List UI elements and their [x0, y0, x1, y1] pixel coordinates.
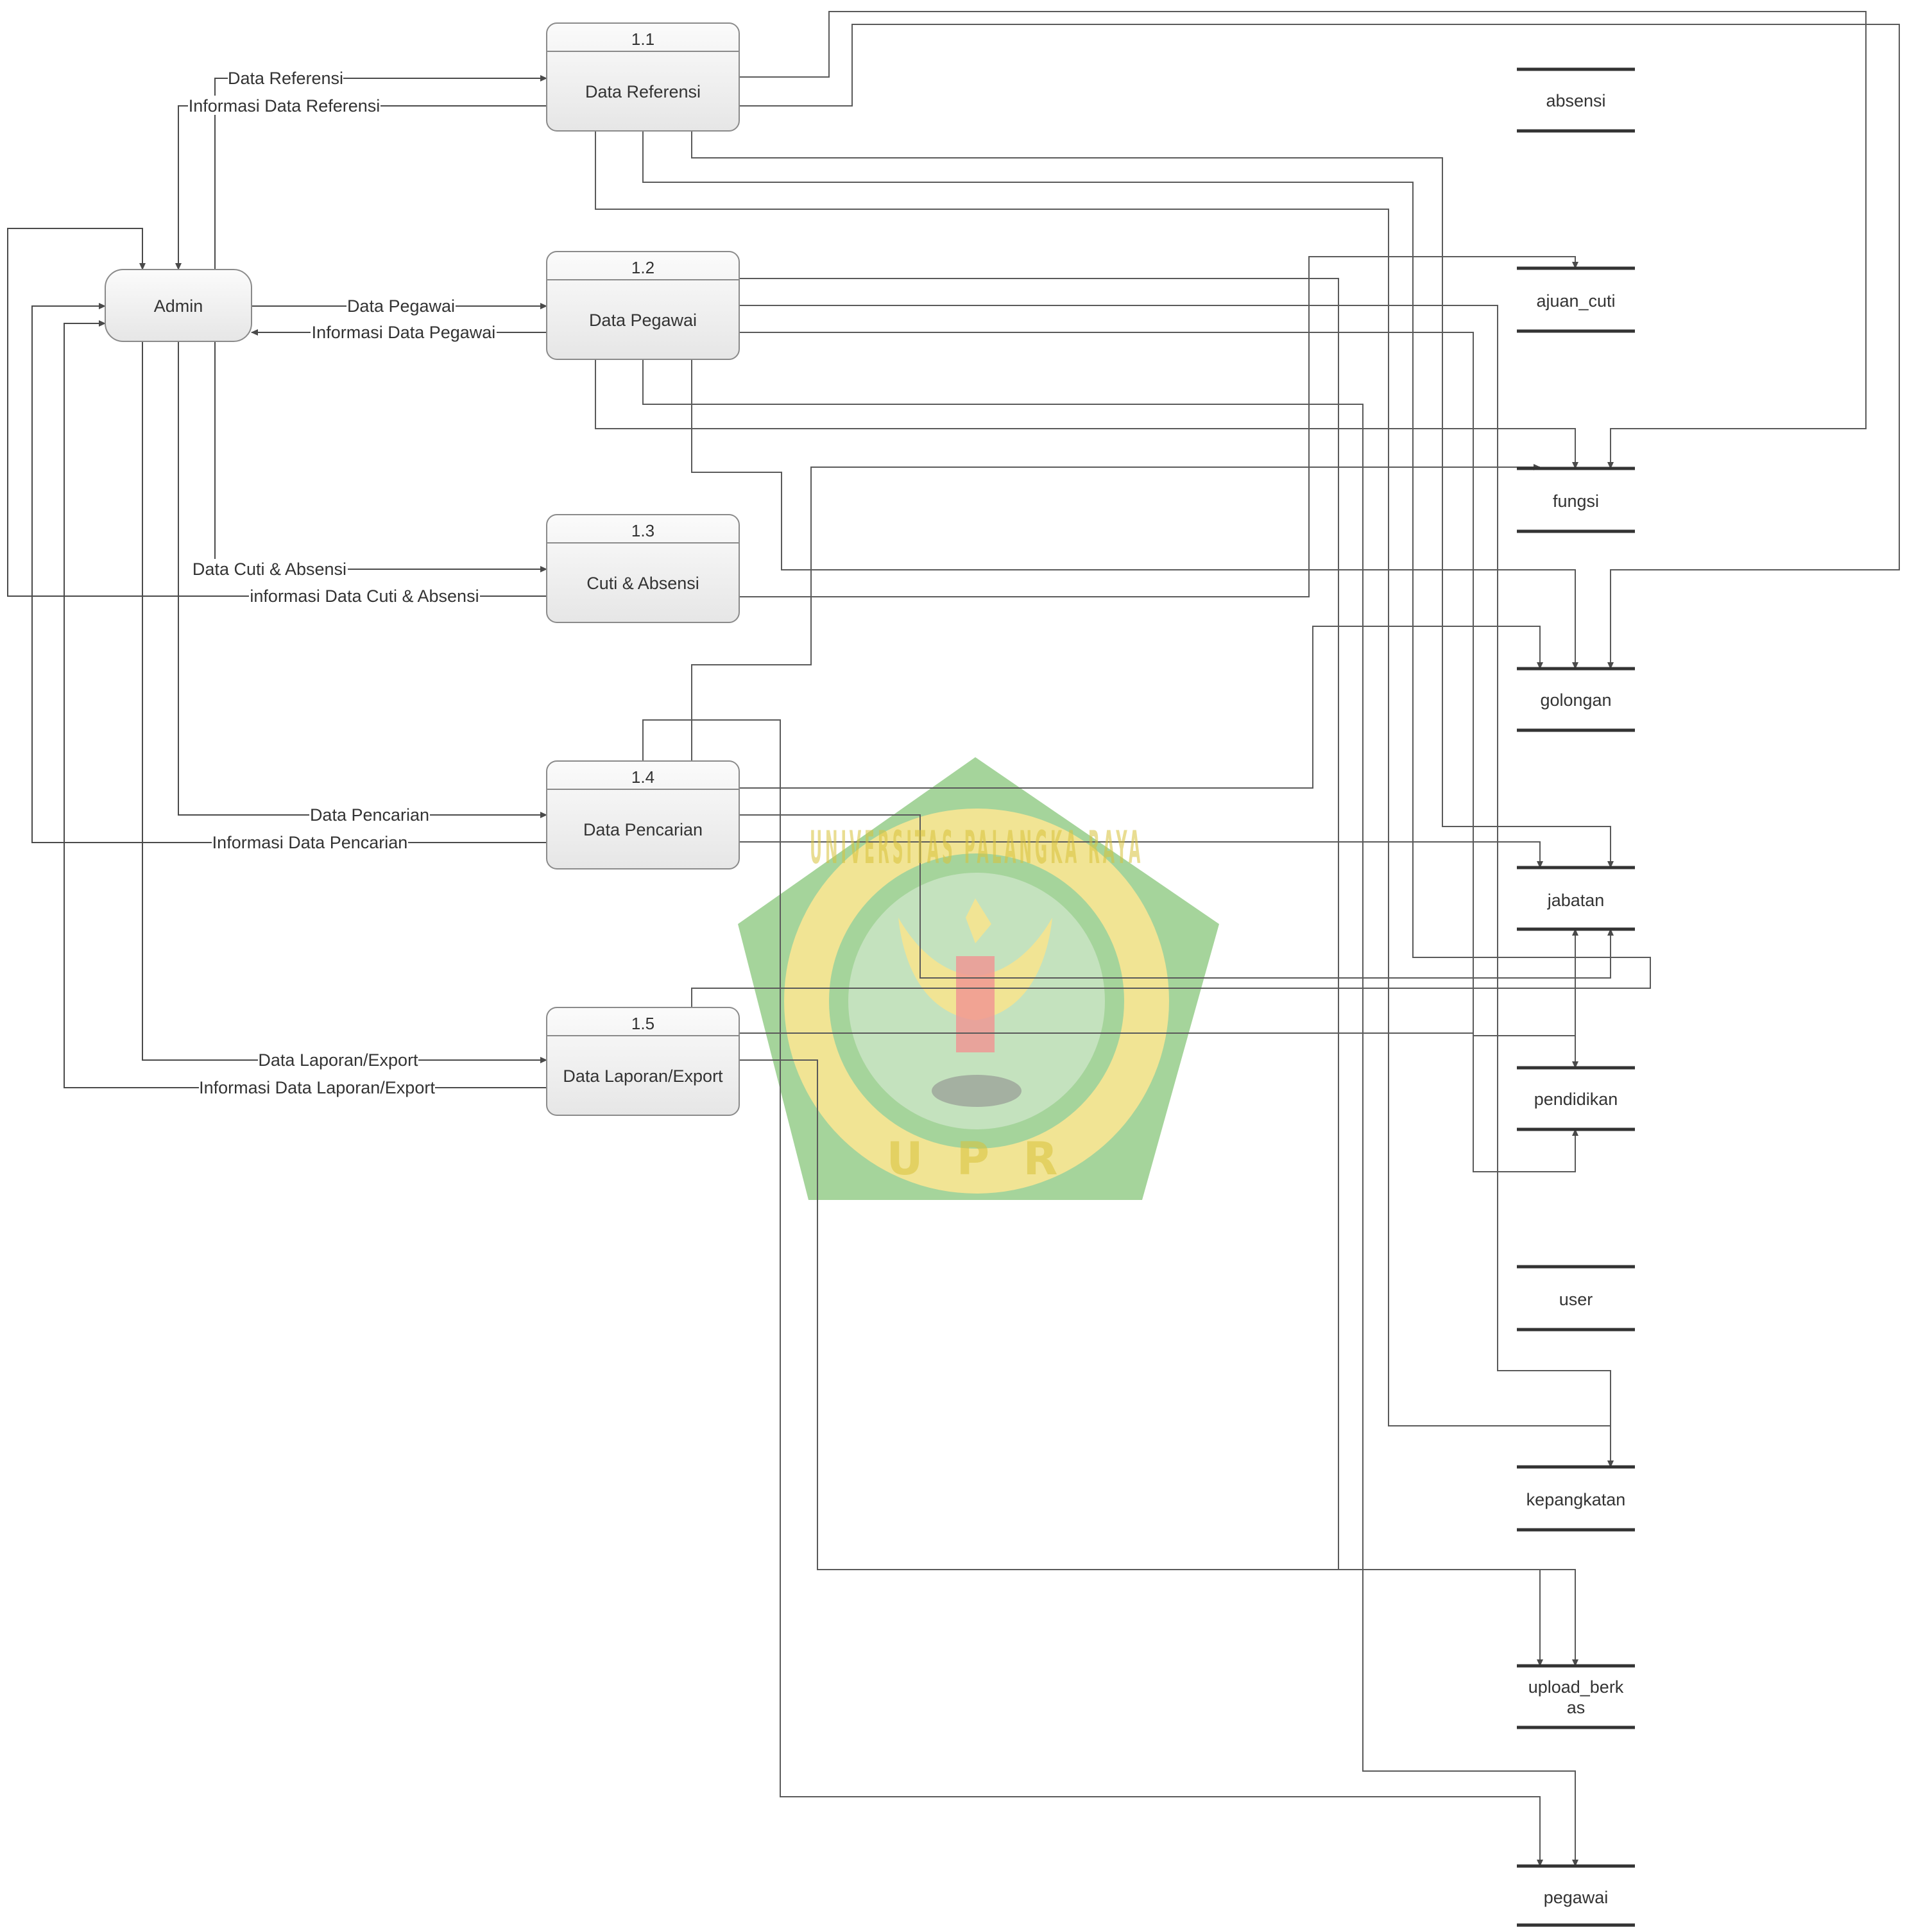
process-id: 1.5 [631, 1014, 654, 1033]
flow-label: Data Pegawai [347, 296, 455, 316]
process-label: Data Referensi [585, 82, 701, 101]
store-label: golongan [1540, 690, 1611, 710]
process-label: Data Pegawai [589, 311, 697, 330]
process-1-2[interactable]: 1.2 Data Pegawai [546, 251, 740, 360]
data-store-kepangkatan[interactable]: kepangkatan [1517, 1465, 1635, 1532]
store-label: pendidikan [1534, 1090, 1618, 1109]
flow-label: Informasi Data Pencarian [212, 833, 408, 852]
flow-label: Data Cuti & Absensi [192, 560, 346, 579]
data-store-fungsi[interactable]: fungsi [1517, 467, 1635, 533]
university-logo-watermark [738, 757, 1219, 1200]
data-store-ajuan-cuti[interactable]: ajuan_cuti [1517, 266, 1635, 333]
process-id: 1.4 [631, 767, 654, 787]
process-1-5[interactable]: 1.5 Data Laporan/Export [546, 1007, 740, 1116]
admin-label: Admin [154, 296, 203, 316]
flow-label: Data Laporan/Export [258, 1050, 418, 1070]
store-label: user [1559, 1290, 1593, 1309]
process-label: Data Pencarian [583, 820, 703, 839]
watermark-text: UNIVERSITAS PALANGKA RAYA U P R [810, 821, 1143, 1185]
data-store-jabatan[interactable]: jabatan [1517, 866, 1635, 931]
process-id: 1.3 [631, 521, 654, 540]
flow-label: Informasi Data Laporan/Export [199, 1078, 435, 1097]
data-store-user[interactable]: user [1517, 1265, 1635, 1332]
flow-label: Data Pencarian [310, 805, 429, 825]
store-label: kepangkatan [1526, 1490, 1626, 1509]
store-label: fungsi [1553, 492, 1599, 511]
watermark-abbr: U P R [887, 1133, 1067, 1185]
process-label: Cuti & Absensi [586, 574, 699, 593]
store-label: ajuan_cuti [1536, 291, 1615, 311]
store-label: jabatan [1547, 891, 1605, 910]
process-id: 1.2 [631, 258, 654, 277]
data-store-golongan[interactable]: golongan [1517, 667, 1635, 732]
store-label-line2: as [1567, 1698, 1586, 1717]
data-store-absensi[interactable]: absensi [1517, 67, 1635, 133]
flow-label: informasi Data Cuti & Absensi [250, 587, 479, 606]
flow-label: Informasi Data Referensi [189, 96, 380, 116]
data-store-pendidikan[interactable]: pendidikan [1517, 1066, 1635, 1131]
store-label: upload_berk [1528, 1677, 1624, 1697]
flow-lines [7, 11, 1900, 1867]
process-id: 1.1 [631, 30, 654, 49]
admin-entity[interactable]: Admin [105, 269, 252, 342]
process-1-4[interactable]: 1.4 Data Pencarian [546, 760, 740, 869]
data-store-upload-berkas[interactable]: upload_berk as [1517, 1664, 1635, 1729]
process-1-3[interactable]: 1.3 Cuti & Absensi [546, 514, 740, 623]
flow-label: Informasi Data Pegawai [312, 323, 496, 342]
store-label: pegawai [1544, 1888, 1609, 1907]
process-1-1[interactable]: 1.1 Data Referensi [546, 22, 740, 132]
flow-labels: Data Referensi Informasi Data Referensi … [188, 68, 497, 1097]
store-label: absensi [1546, 91, 1605, 110]
process-label: Data Laporan/Export [563, 1066, 723, 1086]
watermark-university-name: UNIVERSITAS PALANGKA RAYA [810, 821, 1143, 874]
flow-label: Data Referensi [228, 69, 343, 88]
data-store-pegawai[interactable]: pegawai [1517, 1864, 1635, 1927]
